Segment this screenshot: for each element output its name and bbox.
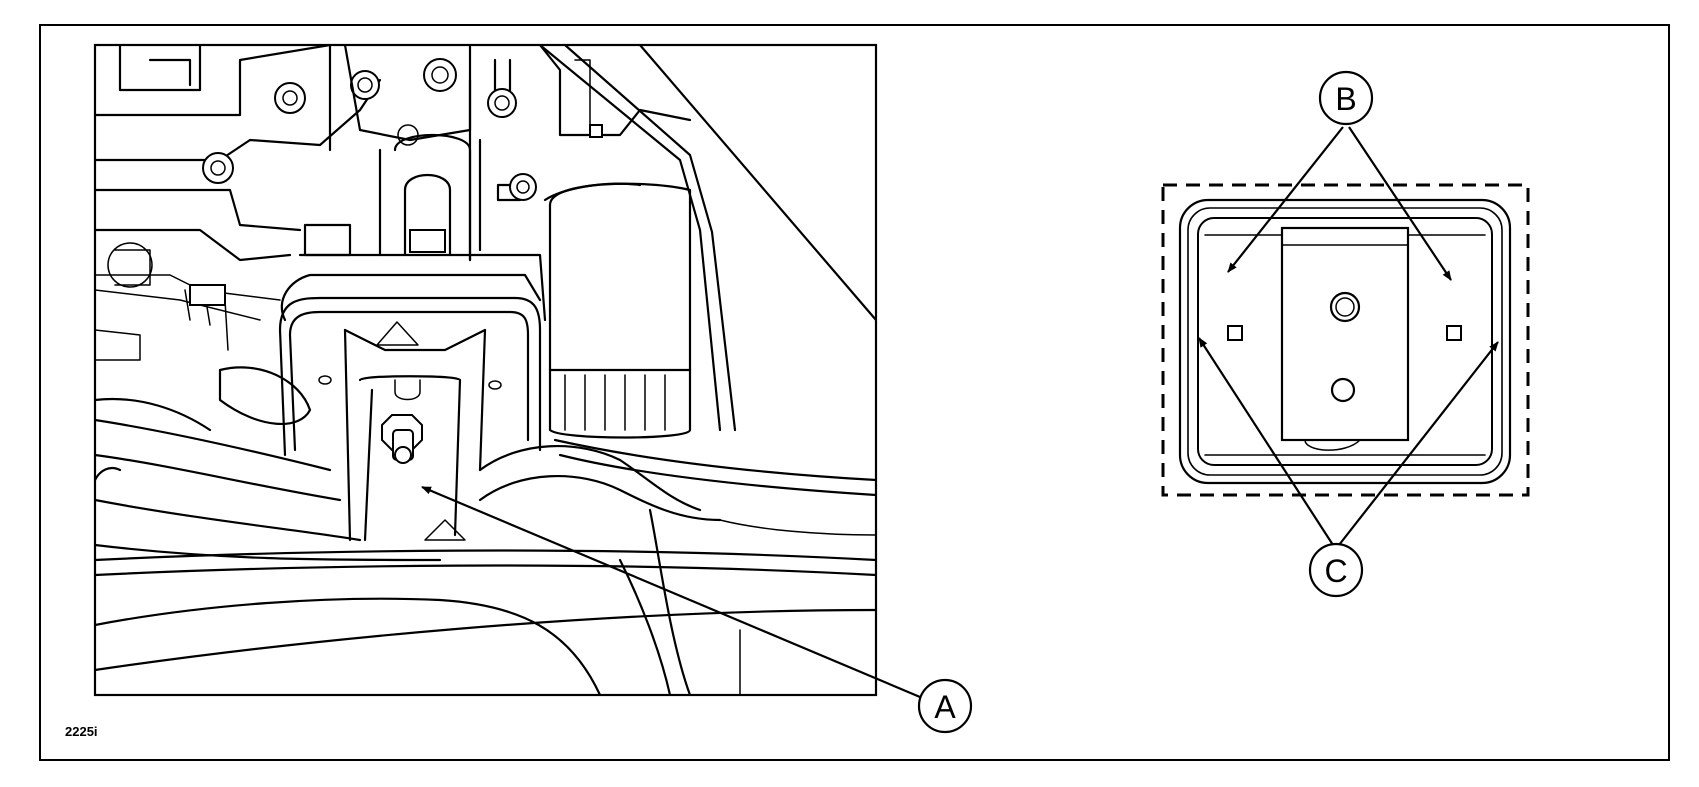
callout-b-circle: [1318, 70, 1374, 126]
callout-c-circle: [1308, 542, 1364, 598]
leader-line-a: [421, 485, 921, 699]
callout-c: C: [1308, 542, 1364, 598]
plate-outer: [1178, 198, 1512, 485]
upper-bolt: [1329, 291, 1361, 323]
leader-line-b-right: [1348, 126, 1452, 281]
callout-a: A: [917, 678, 973, 734]
callout-a-label: A: [934, 689, 956, 725]
callout-b-label: B: [1335, 81, 1356, 117]
mount-plate-detail: [1161, 183, 1530, 497]
leader-line-c-left: [1198, 337, 1334, 546]
engine-mount-drawing: [93, 43, 878, 697]
upper-bolt-hole: [1335, 297, 1355, 317]
callout-a-circle: [917, 678, 973, 734]
left-square-mark: [1227, 325, 1243, 341]
leader-line-c-right: [1338, 341, 1499, 546]
leader-line-b-left: [1227, 126, 1344, 273]
outer-frame: [39, 24, 1670, 761]
center-block: [1280, 226, 1410, 442]
left-panel-frame: [93, 43, 878, 697]
lower-bolt: [1330, 377, 1356, 403]
plate-rim: [1187, 207, 1503, 476]
callout-c-label: C: [1324, 553, 1347, 589]
right-square-mark: [1446, 325, 1462, 341]
figure-number: 2225i: [65, 724, 98, 739]
callout-b: B: [1318, 70, 1374, 126]
dashed-outline: [1161, 183, 1530, 497]
